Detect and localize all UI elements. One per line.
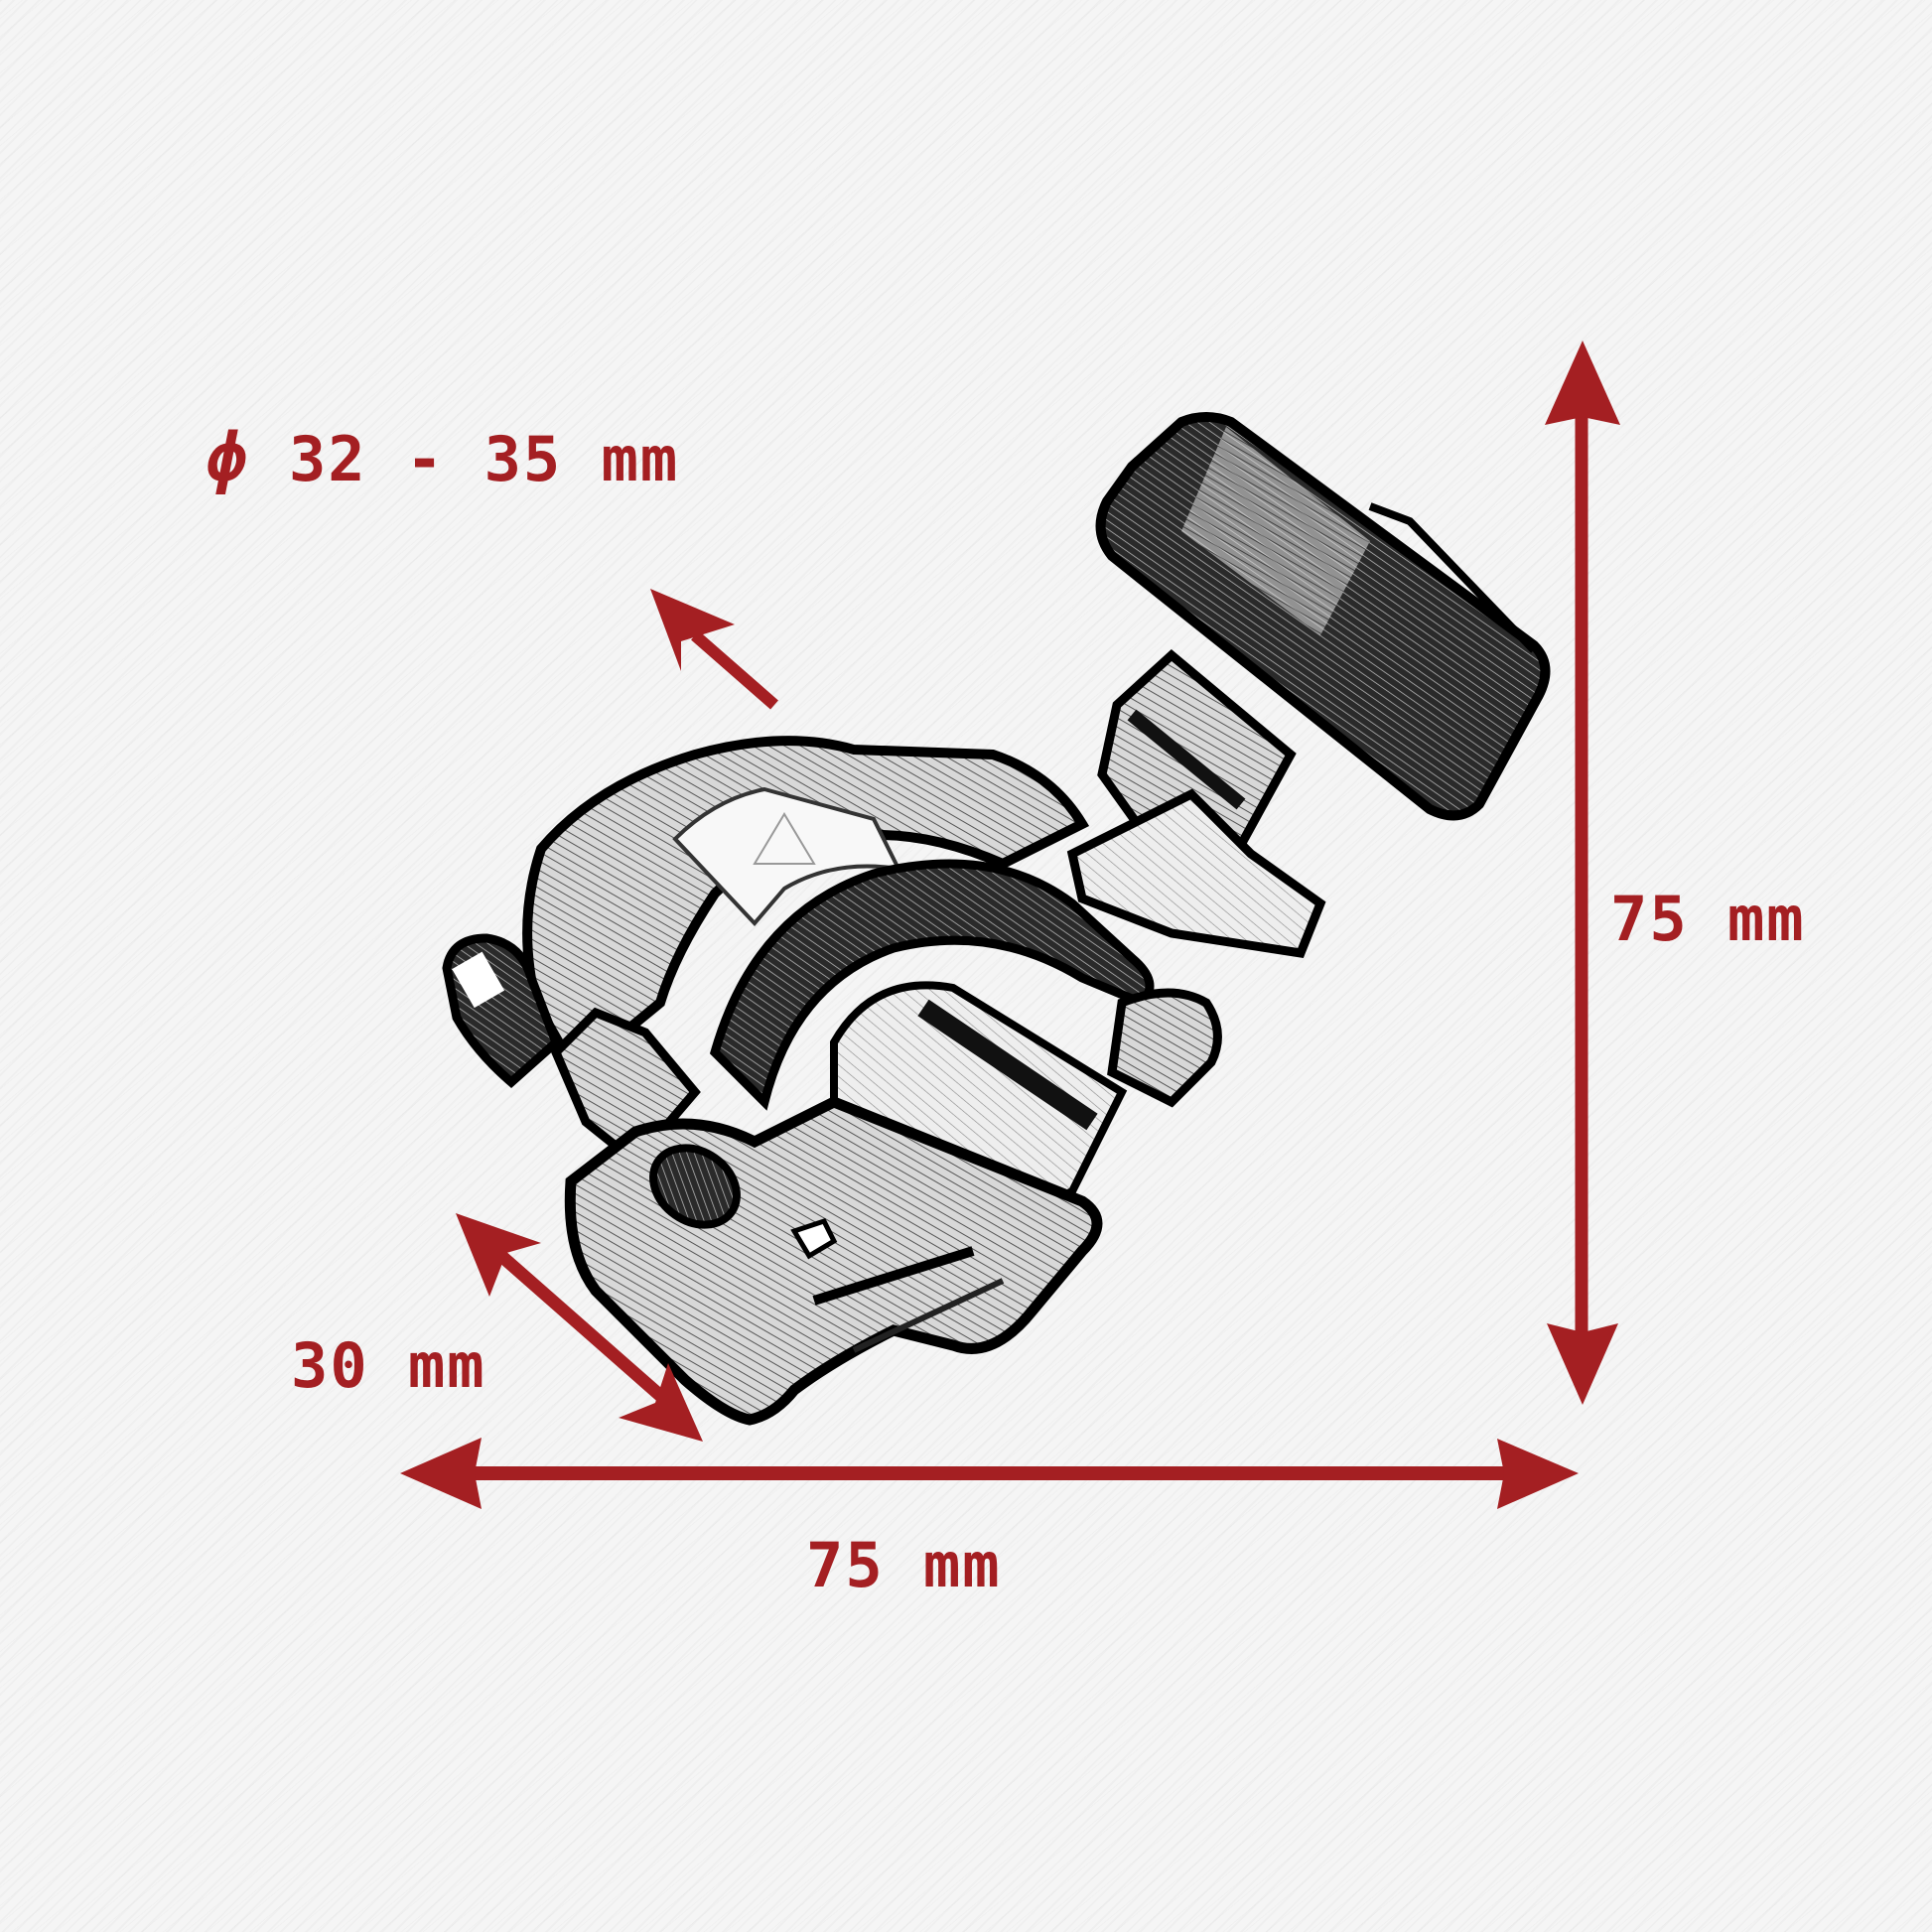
diameter-symbol: ϕ — [207, 419, 249, 497]
latch — [1107, 988, 1222, 1108]
width-label: 75 mm — [806, 1529, 1002, 1601]
height-arrow — [1545, 341, 1620, 1405]
shaft-collar — [1066, 788, 1326, 958]
clamp-illustration — [442, 412, 1551, 1426]
hinge-pin — [442, 933, 562, 1088]
inner-band — [709, 859, 1155, 1111]
depth-arrow — [456, 1213, 703, 1442]
diameter-arrow — [650, 589, 778, 710]
height-label: 75 mm — [1610, 883, 1806, 955]
depth-label: 30 mm — [291, 1329, 486, 1402]
width-arrow — [400, 1438, 1579, 1509]
upper-jaw — [522, 736, 1090, 1080]
diameter-value: 32 - 35 mm — [288, 423, 680, 495]
knob — [1095, 412, 1551, 821]
lower-jaw — [564, 1095, 1103, 1426]
